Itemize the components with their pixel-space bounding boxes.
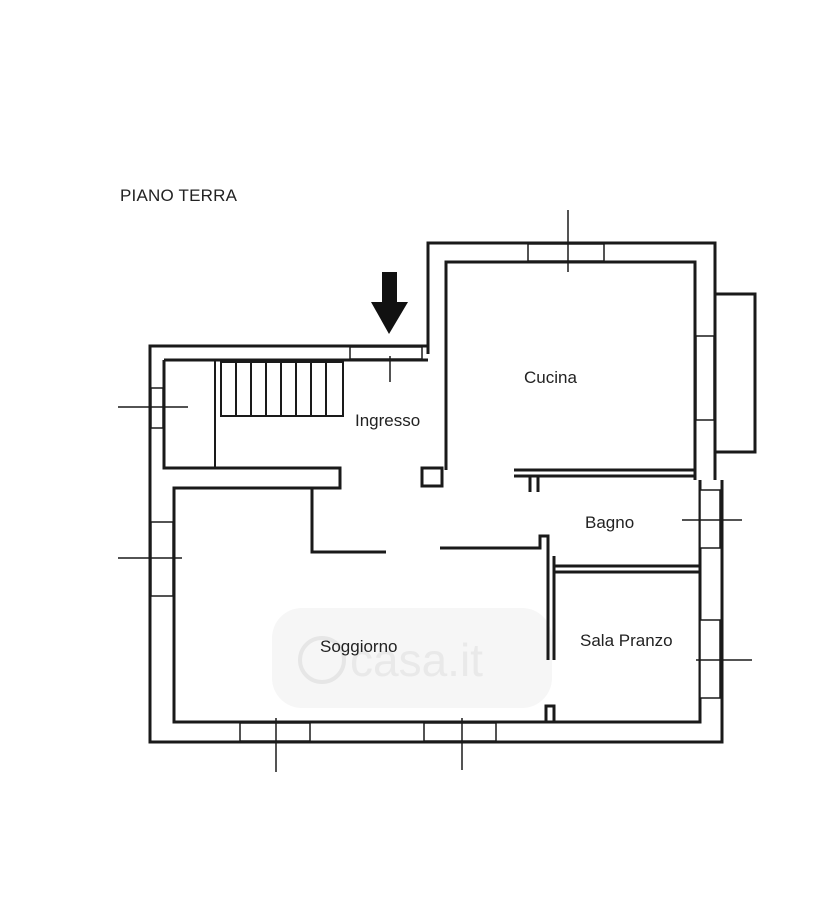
main-inner-wall	[162, 360, 702, 724]
sala-window	[699, 619, 721, 699]
kitchen-outer-wall	[426, 241, 717, 480]
room-label-ingresso: Ingresso	[355, 411, 420, 430]
room-label-soggiorno: Soggiorno	[320, 637, 398, 656]
external-balcony	[715, 292, 757, 454]
outer-walls	[148, 241, 724, 744]
entrance-door	[349, 346, 423, 360]
kitchen-bagno-wall	[514, 468, 695, 492]
living-bottom-window-1	[239, 722, 311, 742]
watermark: casa.it	[272, 608, 552, 708]
openings	[118, 210, 752, 772]
main-outer-wall	[148, 344, 724, 744]
room-label-bagno: Bagno	[585, 513, 634, 532]
kitchen-window	[527, 243, 605, 262]
kitchen-inner-wall	[444, 260, 697, 480]
watermark-backdrop	[272, 608, 552, 708]
living-bottom-window-2	[423, 722, 497, 742]
watermark-text: casa.it	[350, 634, 483, 686]
living-left-window	[150, 521, 174, 597]
arrow-down-icon	[371, 272, 408, 334]
stair-window	[150, 387, 164, 429]
kitchen-right-window	[695, 335, 715, 421]
floor-title: PIANO TERRA	[120, 186, 238, 205]
staircase	[220, 361, 344, 417]
sala-stub-wall	[544, 704, 556, 722]
pillar	[420, 466, 444, 488]
ingresso-left-partition	[310, 488, 386, 554]
watermark-logo-icon	[298, 636, 346, 684]
room-label-cucina: Cucina	[524, 368, 577, 387]
interior-walls	[310, 466, 700, 722]
room-label-sala-pranzo: Sala Pranzo	[580, 631, 673, 650]
bagno-window	[699, 489, 721, 549]
bagno-sala-wall	[554, 564, 700, 574]
